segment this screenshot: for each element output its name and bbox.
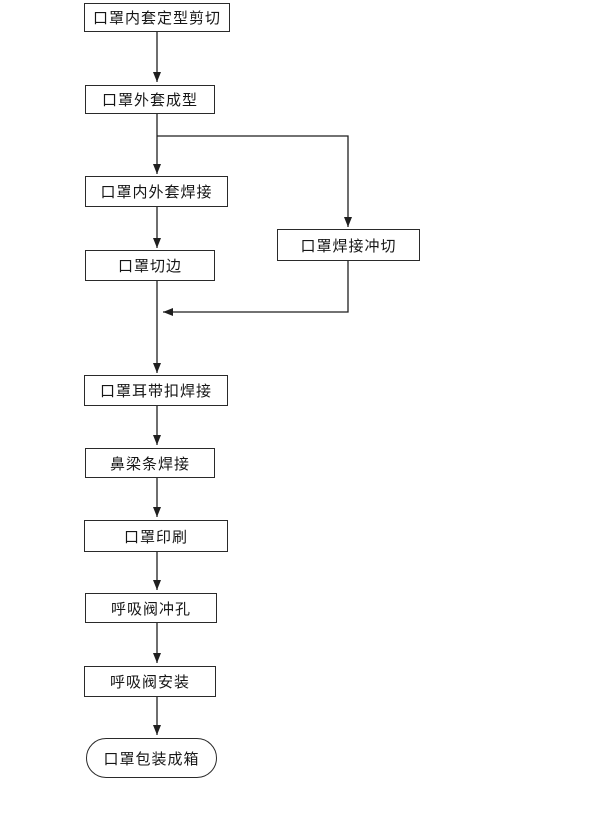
- node-outer-shell-forming: 口罩外套成型: [85, 85, 215, 114]
- node-edge-trimming: 口罩切边: [85, 250, 215, 281]
- edge-branch-n2-weld-die-cut: [157, 135, 352, 227]
- node-weld-die-cutting: 口罩焊接冲切: [277, 229, 420, 261]
- node-label: 口罩内套定型剪切: [92, 10, 221, 27]
- node-mask-printing: 口罩印刷: [84, 520, 228, 552]
- node-label: 口罩印刷: [123, 528, 188, 546]
- node-label: 口罩内外套焊接: [100, 184, 213, 201]
- node-label: 口罩切边: [117, 258, 182, 275]
- node-valve-installation: 呼吸阀安装: [84, 666, 216, 697]
- node-ear-strap-buckle-welding: 口罩耳带扣焊接: [84, 375, 228, 406]
- node-inner-shell-shaping-cut: 口罩内套定型剪切: [84, 3, 230, 32]
- node-packing-into-cartons: 口罩包装成箱: [86, 738, 217, 778]
- node-label: 口罩包装成箱: [103, 750, 200, 768]
- node-nose-bridge-welding: 鼻梁条焊接: [85, 448, 215, 478]
- node-inner-outer-welding: 口罩内外套焊接: [85, 176, 228, 207]
- node-label: 口罩外套成型: [101, 92, 198, 109]
- node-label: 呼吸阀冲孔: [110, 600, 191, 618]
- node-valve-hole-punching: 呼吸阀冲孔: [85, 593, 217, 623]
- node-label: 呼吸阀安装: [109, 674, 190, 691]
- edge-merge-weld-die-cut-trunk: [163, 261, 349, 316]
- node-label: 口罩耳带扣焊接: [99, 383, 212, 400]
- node-label: 鼻梁条焊接: [109, 455, 190, 473]
- node-label: 口罩焊接冲切: [300, 237, 397, 255]
